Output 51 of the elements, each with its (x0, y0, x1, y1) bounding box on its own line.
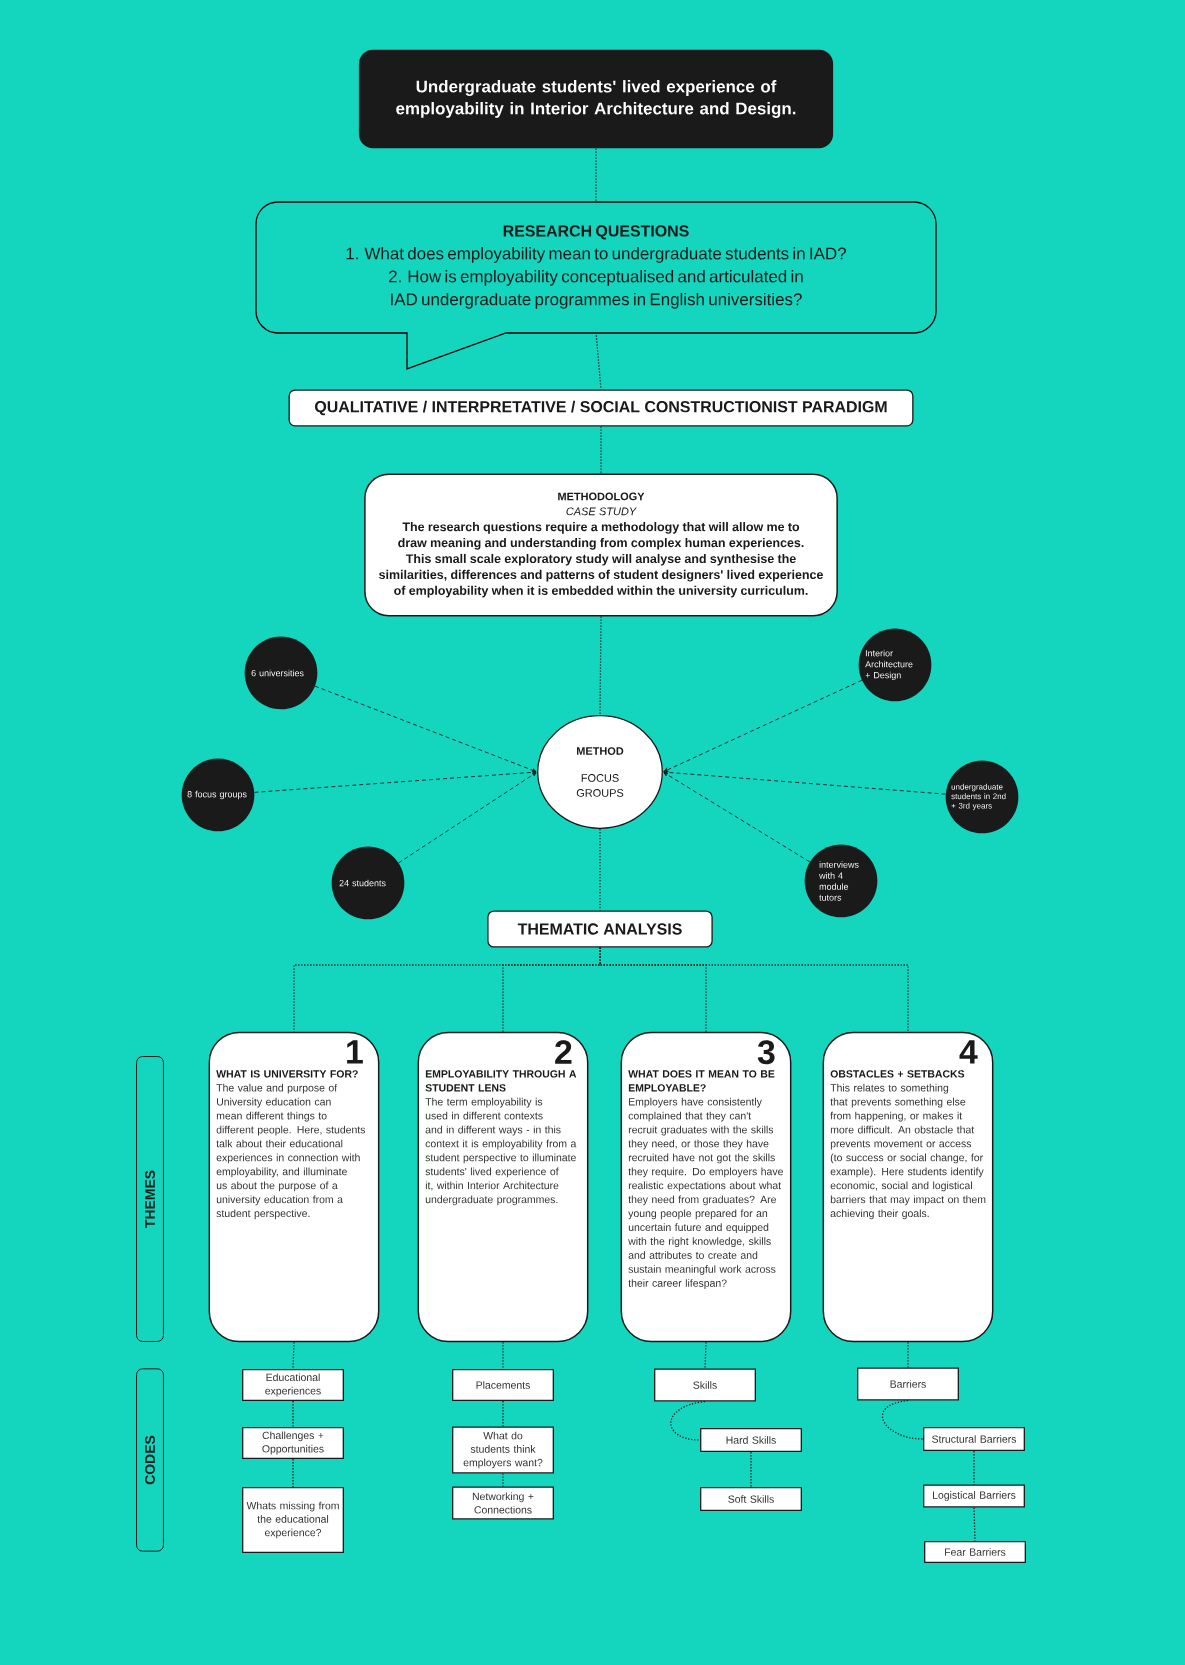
code-box: Challenges + Opportunities (242, 1426, 344, 1460)
theme-card: 3 WHAT DOES IT MEAN TO BE EMPLOYABLE? Employers have consistently complained that they can't recruit graduates with the skills they need, or those they have recruited have not got the skills they require. Do employers have realistic expectations about what they need from graduates? Are young people prepared for an uncertain future and equipped with the right knowledge, skills and attributes to create and sustain meaningful work across their career lifespan? (620, 1031, 792, 1343)
connector (292, 1341, 295, 1370)
connector (704, 1341, 707, 1370)
connector (599, 615, 602, 716)
code-box: Whats missing from the educational experience? (242, 1486, 344, 1554)
connector (314, 685, 537, 773)
connector (973, 1506, 976, 1542)
connector (254, 770, 537, 793)
theme-card: 4 OBSTACLES + SETBACKS This relates to something that prevents something else from happening, or makes it more difficult. An obstacle that prevents movement or access (to success or social change, for example). Here students identify economic, social and logistical barriers that may impact on them achieving their goals. (822, 1031, 994, 1343)
code-box: What do students think employers want? (452, 1426, 554, 1474)
code-box: Placements (452, 1368, 554, 1402)
connector (595, 331, 602, 391)
circle-node: 8 focus groups (181, 758, 255, 832)
section-band: THEMES (136, 1056, 164, 1342)
circle-node: 24 students (331, 846, 405, 920)
connector (600, 425, 602, 475)
circle-node: 6 universities (244, 636, 318, 710)
connector (663, 679, 863, 772)
theme-card: 2 EMPLOYABILITY THROUGH A STUDENT LENS The term employability is used in different contexts and in different ways - in this context it is employability from a student perspective to illuminate students' lived experience of it, within Interior Architecture undergraduate programmes. (417, 1031, 589, 1343)
connector (398, 772, 537, 864)
code-box: Logistical Barriers (923, 1484, 1025, 1508)
connector (599, 946, 909, 1033)
speech-bubble: RESEARCH QUESTIONS 1. What does employability mean to undergraduate students in IAD? 2. How is employability conceptualised and articulated in IAD undergraduate programmes in English universities? (255, 201, 937, 370)
heading-box: THEMATIC ANALYSIS (487, 910, 713, 948)
theme-card: 1 WHAT IS UNIVERSITY FOR? The value and purpose of University education can mean different things to different people. Here, students talk about their educational experiences in connection with employability, and illuminate us about the purpose of a university education from a student perspective. (208, 1031, 380, 1343)
connector (670, 1400, 706, 1441)
connector (881, 1399, 924, 1440)
code-box: Soft Skills (700, 1486, 802, 1512)
heading-box: QUALITATIVE / INTERPRETATIVE / SOCIAL CONSTRUCTIONIST PARADIGM (288, 389, 914, 427)
connector (292, 1400, 294, 1428)
code-box: Fear Barriers (924, 1540, 1026, 1564)
circle-node: interviews with 4 module tutors (804, 844, 878, 918)
connector (502, 1341, 504, 1370)
methodology-box: METHODOLOGY CASE STUDY The research questions require a methodology that will allow me to draw meaning and understanding from complex human experiences. This small scale exploratory study will analyse and synthesise the similarities, differences and patterns of student designers' lived experience of employability when it is embedded within the university curriculum. (364, 473, 838, 617)
connector (595, 147, 597, 203)
code-box: Hard Skills (700, 1427, 802, 1453)
code-box: Barriers (857, 1367, 959, 1401)
code-box: Networking + Connections (452, 1486, 554, 1520)
title-box: Undergraduate students' lived experience of employability in Interior Architecture and Design. (358, 49, 834, 149)
connector (907, 1341, 909, 1369)
connector (502, 1400, 504, 1428)
circle-node: Interior Architecture + Design (858, 628, 932, 702)
code-box: Structural Barriers (923, 1426, 1025, 1452)
connector (750, 1451, 752, 1488)
connector (663, 770, 946, 795)
code-box: Skills (654, 1368, 756, 1402)
code-box: Educational experiences (242, 1368, 344, 1402)
connector (292, 1458, 294, 1488)
section-band: CODES (136, 1368, 164, 1552)
connector (663, 772, 811, 863)
